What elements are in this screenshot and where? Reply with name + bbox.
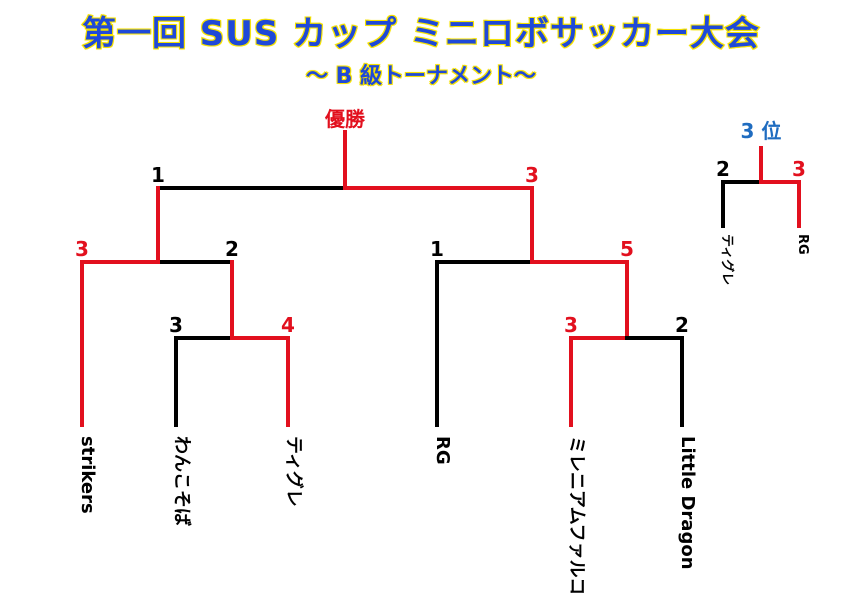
score-r1-left-b: 4 xyxy=(281,313,295,337)
score-qf-left-a: 3 xyxy=(75,237,89,261)
third-place-label: 3 位 xyxy=(741,119,782,143)
page-subtitle: ～ B 級トーナメント～ xyxy=(305,64,537,89)
page-title: 第一回 SUS カップ ミニロボサッカー大会 xyxy=(81,13,761,55)
team-name-wankosoba: わんこそば xyxy=(171,436,192,526)
score-r1-right-b: 2 xyxy=(675,313,689,337)
team-name-rg: RG xyxy=(432,436,453,465)
score-qf-right-b: 5 xyxy=(620,237,634,261)
third-score-b: 3 xyxy=(792,157,806,181)
team-name-millennium-falcon: ミレニアムファルコン xyxy=(566,436,587,595)
team-name-little-dragon: Little Dragon xyxy=(677,436,698,570)
score-r1-right-a: 3 xyxy=(564,313,578,337)
third-team-tigre: ティグレ xyxy=(719,234,735,285)
third-team-rg: RG xyxy=(795,234,810,255)
champion-label: 優勝 xyxy=(324,107,366,131)
team-name-tigre: ティグレ xyxy=(283,436,305,507)
third-score-a: 2 xyxy=(716,157,730,181)
team-name-strikers: strikers xyxy=(77,436,98,514)
score-r1-left-a: 3 xyxy=(169,313,183,337)
score-qf-left-b: 2 xyxy=(225,237,239,261)
score-final-right: 3 xyxy=(525,163,539,187)
score-qf-right-a: 1 xyxy=(430,237,444,261)
score-final-left: 1 xyxy=(151,163,165,187)
